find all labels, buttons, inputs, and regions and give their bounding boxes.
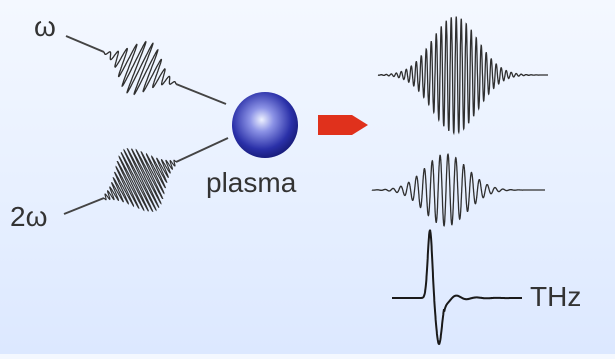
plasma-sphere-icon: [232, 92, 298, 158]
red-arrow-icon: [318, 115, 368, 135]
twoomega-connector-line: [63, 197, 105, 215]
thz-label: THz: [530, 281, 581, 312]
twoomega-to-plasma-line: [175, 137, 229, 163]
output-omega-wave: [377, 16, 548, 136]
omega-pulse-wave: [103, 40, 177, 96]
omega-label: ω: [34, 11, 56, 42]
two-omega-pulse-wave: [103, 148, 177, 212]
output-two-omega-wave: [371, 153, 545, 227]
thz-waveform: [392, 229, 522, 346]
omega-connector-line: [65, 35, 105, 53]
omega-to-plasma-line: [175, 83, 227, 105]
two-omega-label: 2ω: [10, 201, 47, 232]
plasma-label: plasma: [206, 167, 297, 198]
